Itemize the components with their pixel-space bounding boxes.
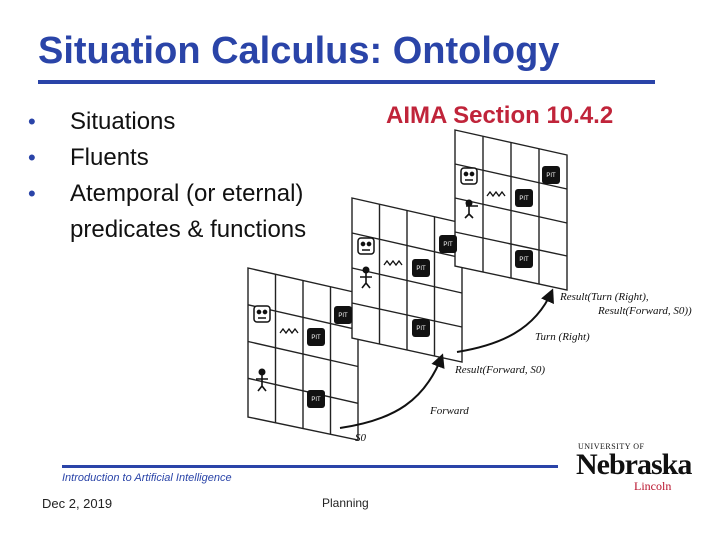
svg-text:PIT: PIT — [416, 266, 426, 272]
svg-text:PIT: PIT — [416, 326, 426, 332]
forward-arrow — [339, 353, 445, 429]
result-turn-label-line1: Result(Turn (Right), — [559, 291, 649, 303]
bullet-text: Atemporal (or eternal) — [70, 180, 304, 207]
bullet-dot: • — [28, 181, 36, 206]
stench-icon — [486, 190, 506, 198]
svg-text:PIT: PIT — [311, 335, 321, 341]
svg-text:PIT: PIT — [311, 397, 321, 403]
stench-icon — [279, 327, 299, 335]
logo-lincoln: Lincoln — [634, 479, 672, 493]
svg-text:PIT: PIT — [519, 257, 529, 263]
svg-text:PIT: PIT — [546, 173, 556, 179]
stench-icon — [383, 259, 403, 267]
bullet-text: Fluents — [70, 144, 149, 171]
pit-icon: PIT — [542, 166, 560, 184]
reference-label: AIMA Section 10.4.2 — [386, 102, 614, 129]
result-forward-label: Result(Forward, S0) — [454, 364, 545, 376]
title-underline — [38, 80, 655, 84]
grid-forward — [351, 197, 463, 363]
forward-label: Forward — [429, 405, 469, 417]
pit-icon: PIT — [307, 390, 325, 408]
grid-turn — [454, 129, 568, 291]
svg-text:PIT: PIT — [519, 196, 529, 202]
university-logo: UNIVERSITY OF Nebraska Lincoln — [574, 442, 692, 498]
course-title: Introduction to Artificial Intelligence — [62, 472, 232, 484]
wumpus-icon — [253, 305, 271, 323]
result-turn-label-line2: Result(Forward, S0)) — [597, 305, 692, 317]
bullet-item-atemporal: • Atemporal (or eternal) predicates & fu… — [28, 176, 306, 248]
pit-icon: PIT — [334, 306, 352, 324]
logo-nebraska: Nebraska — [576, 448, 692, 481]
bullet-text: Situations — [70, 108, 176, 135]
footer-topic: Planning — [322, 496, 369, 510]
svg-text:PIT: PIT — [338, 313, 348, 319]
s0-label: S0 — [355, 432, 367, 444]
turn-right-arrow — [456, 288, 554, 353]
situation-diagram: PIT PIT PIT PIT PIT PIT PIT PIT PIT S0 F… — [247, 129, 692, 444]
wumpus-icon — [460, 167, 478, 185]
turn-right-label: Turn (Right) — [535, 331, 590, 343]
bullet-dot: • — [28, 109, 36, 134]
bullet-item-situations: • Situations — [28, 104, 306, 140]
slide-title: Situation Calculus: Ontology — [38, 30, 560, 72]
bullet-list: • Situations • Fluents • Atemporal (or e… — [28, 104, 306, 248]
wumpus-icons — [253, 167, 478, 323]
bullet-dot: • — [28, 145, 36, 170]
svg-text:PIT: PIT — [443, 242, 453, 248]
agent-icons — [256, 199, 478, 392]
bullet-text-continued: predicates & functions — [70, 216, 307, 243]
pit-icon: PIT — [412, 259, 430, 277]
agent-icon — [464, 199, 478, 219]
stench-icons — [279, 190, 506, 335]
agent-icon — [256, 368, 268, 392]
pit-icon: PIT — [439, 235, 457, 253]
pit-icon: PIT — [515, 250, 533, 268]
pit-icon: PIT — [515, 189, 533, 207]
bullet-item-fluents: • Fluents — [28, 140, 306, 176]
logo-university-of: UNIVERSITY OF — [578, 442, 645, 451]
pit-markers: PIT PIT PIT PIT PIT PIT PIT PIT PIT — [307, 166, 560, 408]
footer-rule — [62, 465, 558, 468]
grid-s0 — [247, 267, 359, 441]
pit-icon: PIT — [412, 319, 430, 337]
wumpus-icon — [357, 237, 375, 255]
agent-icon — [360, 266, 372, 289]
footer-date: Dec 2, 2019 — [42, 496, 113, 511]
pit-icon: PIT — [307, 328, 325, 346]
